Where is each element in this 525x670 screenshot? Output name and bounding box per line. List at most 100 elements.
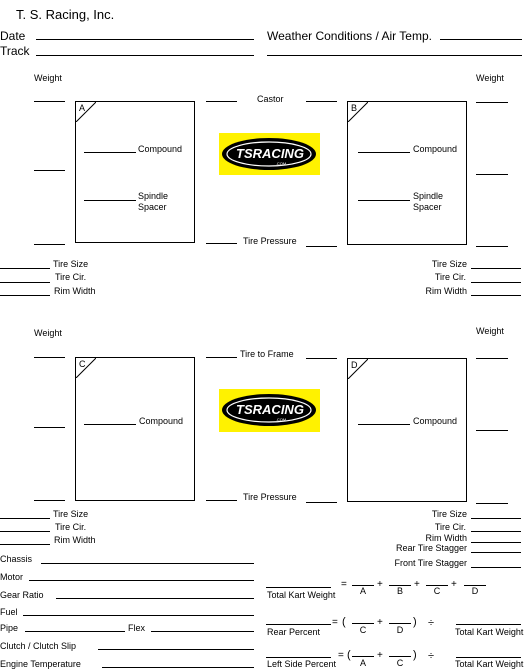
left-c-input[interactable] (389, 656, 411, 657)
ts-racing-logo: TSRACING .COM (219, 389, 320, 432)
rim-width-field-b[interactable] (471, 295, 521, 296)
weight-field-b-mid[interactable] (476, 174, 508, 175)
weight-a-letter: A (359, 586, 366, 596)
flex-field[interactable] (151, 631, 254, 632)
weight-field-a-top[interactable] (34, 101, 65, 102)
tire-size-field-d[interactable] (471, 518, 521, 519)
rim-width-label-b: Rim Width (425, 286, 467, 296)
weight-field-c-mid[interactable] (34, 427, 65, 428)
plus-sign: + (414, 579, 420, 590)
corner-box-d: D (347, 358, 467, 502)
weight-c-input[interactable] (426, 585, 448, 586)
logo-subtext: .COM (276, 161, 286, 166)
rear-d-input[interactable] (389, 623, 411, 624)
tire-pressure-rear-field-left[interactable] (206, 500, 237, 501)
tire-size-field-b[interactable] (471, 268, 521, 269)
corner-marker (76, 102, 96, 122)
weight-field-d-mid[interactable] (476, 430, 508, 431)
left-c-letter: C (396, 658, 404, 668)
rim-width-field-d[interactable] (471, 542, 521, 543)
fuel-label: Fuel (0, 607, 18, 617)
weight-d-input[interactable] (464, 585, 486, 586)
weather-field[interactable] (440, 39, 522, 40)
left-a-input[interactable] (352, 656, 374, 657)
motor-field[interactable] (29, 580, 254, 581)
tire-cir-field-c[interactable] (0, 531, 50, 532)
gear-ratio-field[interactable] (56, 598, 254, 599)
tire-size-label-d: Tire Size (431, 509, 467, 519)
left-side-percent-result-field[interactable] (266, 657, 331, 658)
pipe-field[interactable] (25, 631, 125, 632)
compound-label-a: Compound (138, 144, 183, 154)
chassis-field[interactable] (41, 563, 254, 564)
weight-b-input[interactable] (389, 585, 411, 586)
tire-to-frame-field-right[interactable] (306, 358, 337, 359)
tire-cir-field-b[interactable] (471, 282, 521, 283)
compound-field-d[interactable] (358, 424, 410, 425)
corner-letter-a: A (79, 103, 86, 113)
divide-sign: ÷ (428, 650, 435, 662)
rear-c-input[interactable] (352, 623, 374, 624)
compound-field-b[interactable] (358, 152, 410, 153)
date-label: Date (0, 29, 26, 43)
tire-pressure-field-left[interactable] (206, 243, 237, 244)
tire-cir-field-d[interactable] (471, 531, 521, 532)
clutch-field[interactable] (98, 649, 254, 650)
tire-to-frame-label: Tire to Frame (240, 349, 294, 359)
spindle-field-b[interactable] (358, 200, 410, 201)
track-field[interactable] (36, 55, 254, 56)
compound-field-a[interactable] (84, 152, 136, 153)
corner-letter-d: D (351, 360, 358, 370)
weight-field-d-top[interactable] (476, 358, 508, 359)
open-paren: ( (347, 649, 351, 661)
weight-field-a-bottom[interactable] (34, 244, 65, 245)
left-total-weight-input[interactable] (456, 657, 521, 658)
weight-field-c-top[interactable] (34, 357, 65, 358)
corner-marker (348, 102, 368, 122)
rear-percent-result-field[interactable] (266, 624, 331, 625)
tire-size-field-a[interactable] (0, 268, 50, 269)
weight-field-d-bottom[interactable] (476, 503, 508, 504)
weight-a-input[interactable] (352, 585, 374, 586)
left-a-letter: A (359, 658, 366, 668)
equals-sign: = (338, 650, 344, 661)
weight-field-b-bottom[interactable] (476, 246, 508, 247)
date-field[interactable] (36, 39, 254, 40)
gear-ratio-label: Gear Ratio (0, 590, 44, 600)
corner-box-b: B (347, 101, 467, 245)
castor-field-left[interactable] (206, 101, 237, 102)
rim-width-field-c[interactable] (0, 544, 50, 545)
tire-cir-field-a[interactable] (0, 282, 50, 283)
rim-width-label-d: Rim Width (425, 533, 467, 543)
tire-cir-label-d: Tire Cir. (434, 522, 466, 532)
total-kart-weight-result-field[interactable] (266, 587, 331, 588)
front-tire-stagger-field[interactable] (471, 567, 521, 568)
fuel-field[interactable] (23, 615, 254, 616)
tire-size-label-a: Tire Size (53, 259, 89, 269)
compound-field-c[interactable] (84, 424, 136, 425)
corner-letter-b: B (351, 103, 358, 113)
rear-total-weight-input[interactable] (456, 624, 521, 625)
equals-sign: = (332, 617, 338, 628)
tire-size-field-c[interactable] (0, 518, 50, 519)
total-kart-weight-label: Total Kart Weight (267, 590, 336, 600)
spindle-field-a[interactable] (84, 200, 136, 201)
rear-tire-stagger-field[interactable] (471, 552, 521, 553)
tire-pressure-rear-field-right[interactable] (306, 502, 337, 503)
logo-text: TSRACING (236, 402, 304, 417)
engine-temp-field[interactable] (102, 667, 254, 668)
weather-field-line-2[interactable] (267, 55, 522, 56)
track-label: Track (0, 44, 30, 58)
rear-c-letter: C (359, 625, 367, 635)
castor-field-right[interactable] (306, 101, 337, 102)
weight-field-b-top[interactable] (476, 102, 508, 103)
rear-percent-label: Rear Percent (267, 627, 321, 637)
plus-sign: + (451, 579, 457, 590)
rim-width-field-a[interactable] (0, 295, 50, 296)
tire-pressure-field-right[interactable] (306, 246, 337, 247)
logo-text: TSRACING (236, 146, 304, 161)
tire-to-frame-field-left[interactable] (206, 357, 237, 358)
ts-racing-logo: TSRACING .COM (219, 133, 320, 175)
weight-field-a-mid[interactable] (34, 170, 65, 171)
weight-field-c-bottom[interactable] (34, 500, 65, 501)
